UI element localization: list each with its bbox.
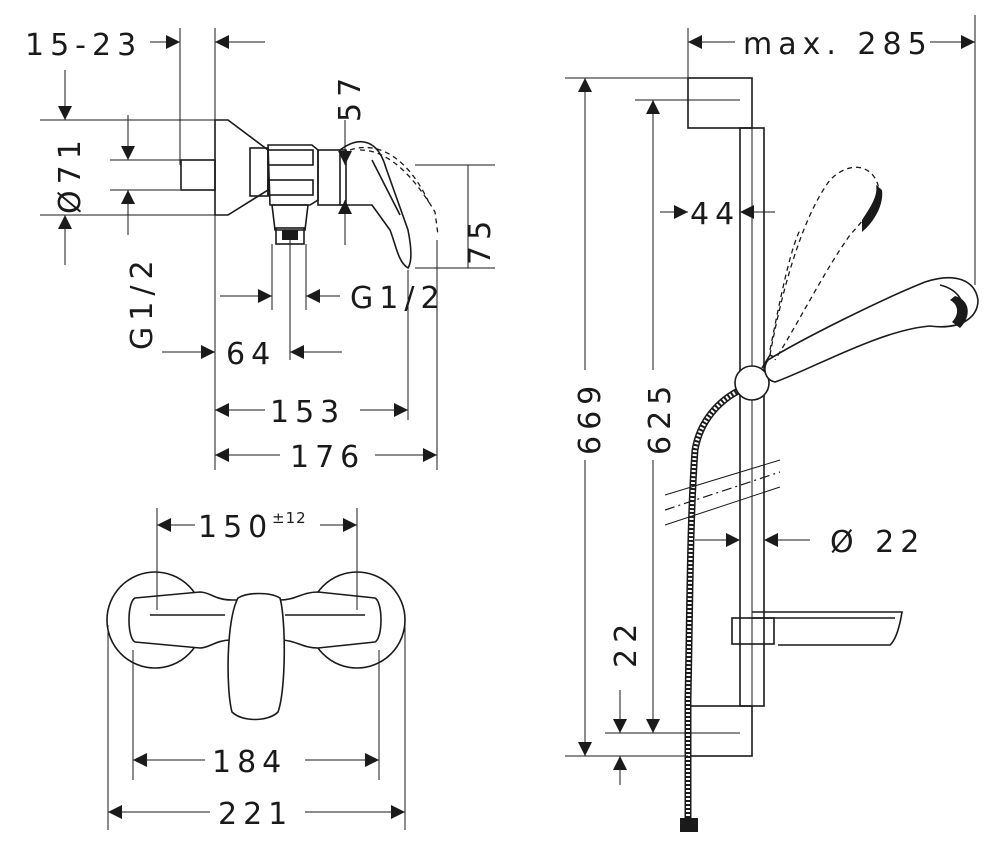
dim-flange-span: 184 [212,745,287,780]
dim-rail-diameter: Ø 22 [830,525,925,560]
faucet-side-view: 15-23 Ø71 57 75 G1/2 G1/2 64 [25,28,498,475]
shower-rail-view: max. 285 44 669 625 Ø 22 22 [565,15,979,832]
dim-total-width: 221 [218,797,293,832]
dim-total-height: 669 [573,380,608,455]
dim-max-projection: max. 285 [743,27,933,62]
dim-center-distance: 150 [198,510,273,545]
dim-center-tolerance: ±12 [272,509,307,527]
dim-handle-height: 57 [333,72,368,122]
dim-outlet-offset: 64 [226,337,276,372]
dim-bottom-offset: 22 [609,618,644,668]
dim-spout-depth: 153 [270,395,345,430]
dim-thread-outlet: G1/2 [350,281,446,316]
dim-total-depth: 176 [290,440,365,475]
dim-flange-diameter: Ø71 [53,134,88,214]
dim-rail-length: 625 [643,380,678,455]
dim-offset-range: 15-23 [25,28,142,63]
dim-rail-offset: 44 [690,197,740,232]
dim-thread-inlet: G1/2 [125,254,160,350]
faucet-front-view: 150 ±12 184 221 [106,508,406,832]
dim-outlet-height: 75 [463,215,498,265]
